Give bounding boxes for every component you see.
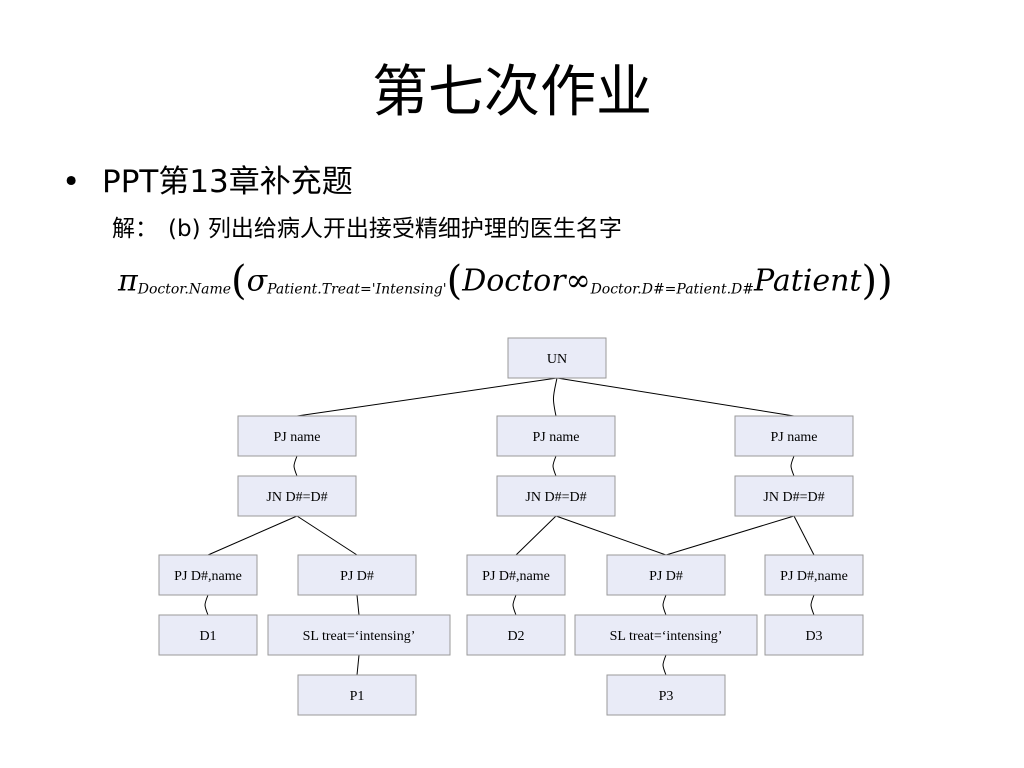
tree-edge-un-pj1 bbox=[296, 377, 558, 417]
tree-node-d3: D3 bbox=[764, 614, 864, 656]
tree-node-label: P1 bbox=[350, 689, 365, 704]
tree-node-box bbox=[764, 614, 864, 656]
tree-node-box bbox=[158, 614, 258, 656]
tree-edge-jn1-pjdd1 bbox=[296, 515, 358, 556]
tree-node-pjd1: PJ D#,name bbox=[158, 554, 258, 596]
sub-text: (b) 列出给病人开出接受精细护理的医生名字 bbox=[168, 216, 622, 242]
tree-edge-jn3-pjd3 bbox=[793, 515, 815, 556]
tree-node-sl1: SL treat=‘intensing’ bbox=[267, 614, 451, 656]
tree-edge-sl1-p1 bbox=[356, 654, 360, 676]
tree-node-label: PJ D#,name bbox=[482, 569, 550, 584]
bullet-item: • PPT第13章补充题 bbox=[62, 162, 353, 202]
tree-node-box bbox=[237, 415, 357, 457]
tree-node-un: UN bbox=[507, 337, 607, 379]
formula-pi: π bbox=[118, 263, 138, 299]
formula-join-symbol: ∞ bbox=[565, 263, 591, 299]
tree-node-label: D3 bbox=[805, 629, 822, 644]
tree-edge-pjdd3-sl3 bbox=[662, 594, 667, 616]
tree-edge-jn3-pjdd3 bbox=[665, 515, 795, 556]
tree-edge-jn2-pjdd3 bbox=[555, 515, 667, 556]
tree-node-box bbox=[237, 475, 357, 517]
formula-paren-close-1: ) bbox=[877, 258, 893, 304]
tree-node-jn1: JN D#=D# bbox=[237, 475, 357, 517]
formula-sigma: σ bbox=[246, 263, 268, 299]
tree-edge-un-pj3 bbox=[556, 377, 795, 417]
tree-node-box bbox=[496, 475, 616, 517]
tree-edge-pjdd1-sl1 bbox=[356, 594, 360, 616]
tree-node-box bbox=[606, 554, 726, 596]
tree-node-p3: P3 bbox=[606, 674, 726, 716]
tree-node-pj2: PJ name bbox=[496, 415, 616, 457]
tree-node-box bbox=[466, 554, 566, 596]
tree-node-box bbox=[574, 614, 758, 656]
tree-edge-jn1-pjd1 bbox=[207, 515, 298, 556]
tree-node-label: P3 bbox=[659, 689, 674, 704]
tree-node-label: JN D#=D# bbox=[763, 490, 824, 505]
tree-node-box bbox=[267, 614, 451, 656]
tree-node-label: PJ name bbox=[532, 430, 579, 445]
tree-edge-pjd3-d3 bbox=[810, 594, 815, 616]
tree-node-d1: D1 bbox=[158, 614, 258, 656]
tree-node-label: PJ D#,name bbox=[174, 569, 242, 584]
tree-node-p1: P1 bbox=[297, 674, 417, 716]
formula-pi-sub: Doctor.Name bbox=[137, 281, 232, 298]
tree-node-jn2: JN D#=D# bbox=[496, 475, 616, 517]
tree-node-jn3: JN D#=D# bbox=[734, 475, 854, 517]
tree-node-box bbox=[507, 337, 607, 379]
tree-node-label: SL treat=‘intensing’ bbox=[610, 629, 723, 644]
tree-node-pj3: PJ name bbox=[734, 415, 854, 457]
tree-edge-pjd1-d1 bbox=[204, 594, 209, 616]
tree-node-label: JN D#=D# bbox=[525, 490, 586, 505]
tree-node-pjdd3: PJ D# bbox=[606, 554, 726, 596]
formula-paren-close-2: ) bbox=[861, 258, 878, 304]
tree-nodes: UN PJ name PJ name PJ name JN D#=D# JN D#=D# J… bbox=[158, 337, 864, 716]
tree-node-label: PJ D# bbox=[649, 569, 683, 584]
tree-node-pjd2: PJ D#,name bbox=[466, 554, 566, 596]
tree-node-label: PJ D#,name bbox=[780, 569, 848, 584]
bullet-dot: • bbox=[62, 164, 81, 200]
tree-node-pjdd1: PJ D# bbox=[297, 554, 417, 596]
tree-edges bbox=[204, 377, 815, 676]
tree-node-box bbox=[764, 554, 864, 596]
tree-edge-un-pj2 bbox=[553, 377, 558, 417]
tree-edge-pjd2-d2 bbox=[512, 594, 517, 616]
formula-left-relation: Doctor bbox=[462, 263, 566, 299]
tree-node-box bbox=[297, 554, 417, 596]
tree-edge-sl3-p3 bbox=[662, 654, 667, 676]
tree-node-d2: D2 bbox=[466, 614, 566, 656]
sub-item: 解： (b) 列出给病人开出接受精细护理的医生名字 bbox=[112, 213, 622, 245]
formula-right-relation: Patient bbox=[753, 263, 862, 299]
tree-node-label: JN D#=D# bbox=[266, 490, 327, 505]
formula-sigma-sub: Patient.Treat='Intensing' bbox=[267, 281, 447, 298]
relational-algebra-formula: πDoctor.Name(σPatient.Treat='Intensing'(… bbox=[118, 258, 893, 314]
tree-node-pjd3: PJ D#,name bbox=[764, 554, 864, 596]
tree-node-box bbox=[496, 415, 616, 457]
tree-edge-jn2-pjd2 bbox=[515, 515, 557, 556]
formula-paren-open-1: ( bbox=[231, 258, 247, 304]
sub-prefix: 解： bbox=[112, 216, 158, 242]
formula-paren-open-2: ( bbox=[446, 258, 463, 304]
tree-edge-pj2-jn2 bbox=[552, 455, 557, 477]
tree-node-label: PJ name bbox=[273, 430, 320, 445]
tree-node-box bbox=[297, 674, 417, 716]
formula-join-sub: Doctor.D#=Patient.D# bbox=[590, 281, 754, 298]
slide-title: 第七次作业 bbox=[372, 60, 652, 125]
tree-edge-pj3-jn3 bbox=[790, 455, 795, 477]
tree-edge-pj1-jn1 bbox=[293, 455, 298, 477]
tree-node-label: SL treat=‘intensing’ bbox=[303, 629, 416, 644]
tree-node-box bbox=[158, 554, 258, 596]
tree-node-box bbox=[466, 614, 566, 656]
tree-node-box bbox=[734, 475, 854, 517]
tree-node-label: D2 bbox=[507, 629, 524, 644]
tree-node-label: D1 bbox=[199, 629, 216, 644]
tree-node-pj1: PJ name bbox=[237, 415, 357, 457]
tree-node-sl3: SL treat=‘intensing’ bbox=[574, 614, 758, 656]
tree-node-label: PJ D# bbox=[340, 569, 374, 584]
tree-node-label: PJ name bbox=[770, 430, 817, 445]
tree-node-label: UN bbox=[547, 352, 567, 367]
bullet-text: PPT第13章补充题 bbox=[102, 164, 353, 200]
tree-node-box bbox=[606, 674, 726, 716]
tree-node-box bbox=[734, 415, 854, 457]
